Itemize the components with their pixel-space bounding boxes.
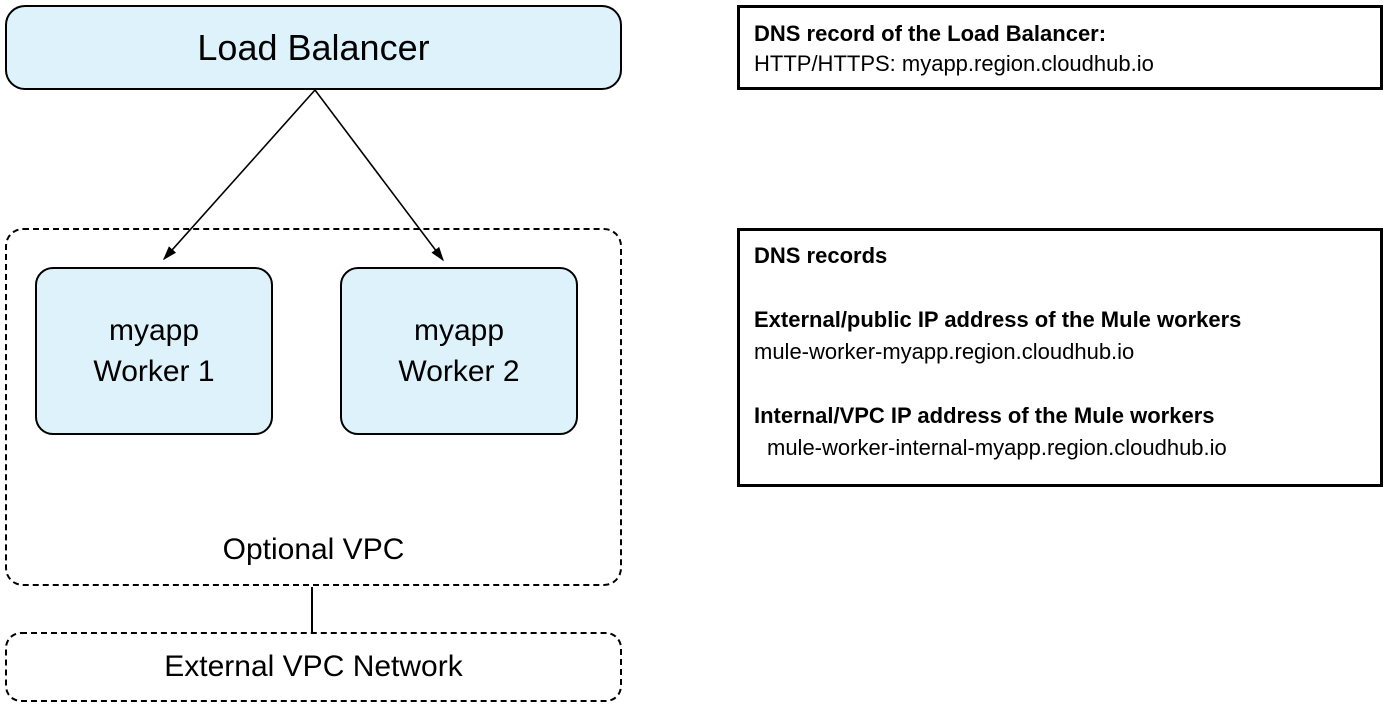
lb-dns-note: DNS record of the Load Balancer: HTTP/HT… — [737, 5, 1383, 90]
external-ip-value: mule-worker-myapp.region.cloudhub.io — [754, 339, 1135, 364]
worker-dns-note-title: DNS records — [754, 243, 888, 268]
worker1-node: myapp Worker 1 — [35, 267, 273, 435]
external-vpc-label: External VPC Network — [164, 650, 463, 683]
lb-dns-note-value: HTTP/HTTPS: myapp.region.cloudhub.io — [754, 51, 1154, 76]
spacer — [754, 272, 1366, 304]
worker-dns-note: DNS records External/public IP address o… — [737, 228, 1383, 487]
external-ip-heading: External/public IP address of the Mule w… — [754, 307, 1242, 332]
load-balancer-node: Load Balancer — [5, 5, 622, 90]
internal-ip-value: mule-worker-internal-myapp.region.cloudh… — [767, 435, 1227, 460]
worker2-app-label: myapp — [413, 314, 505, 347]
external-vpc-node: External VPC Network — [5, 632, 622, 702]
optional-vpc-label: Optional VPC — [222, 533, 405, 566]
worker2-node: myapp Worker 2 — [340, 267, 578, 435]
spacer — [754, 368, 1366, 400]
worker2-name-label: Worker 2 — [398, 355, 520, 388]
lb-dns-note-title: DNS record of the Load Balancer: — [754, 21, 1107, 46]
worker1-app-label: myapp — [108, 314, 200, 347]
load-balancer-label: Load Balancer — [197, 26, 430, 68]
worker1-name-label: Worker 1 — [93, 355, 215, 388]
internal-ip-heading: Internal/VPC IP address of the Mule work… — [754, 403, 1215, 428]
